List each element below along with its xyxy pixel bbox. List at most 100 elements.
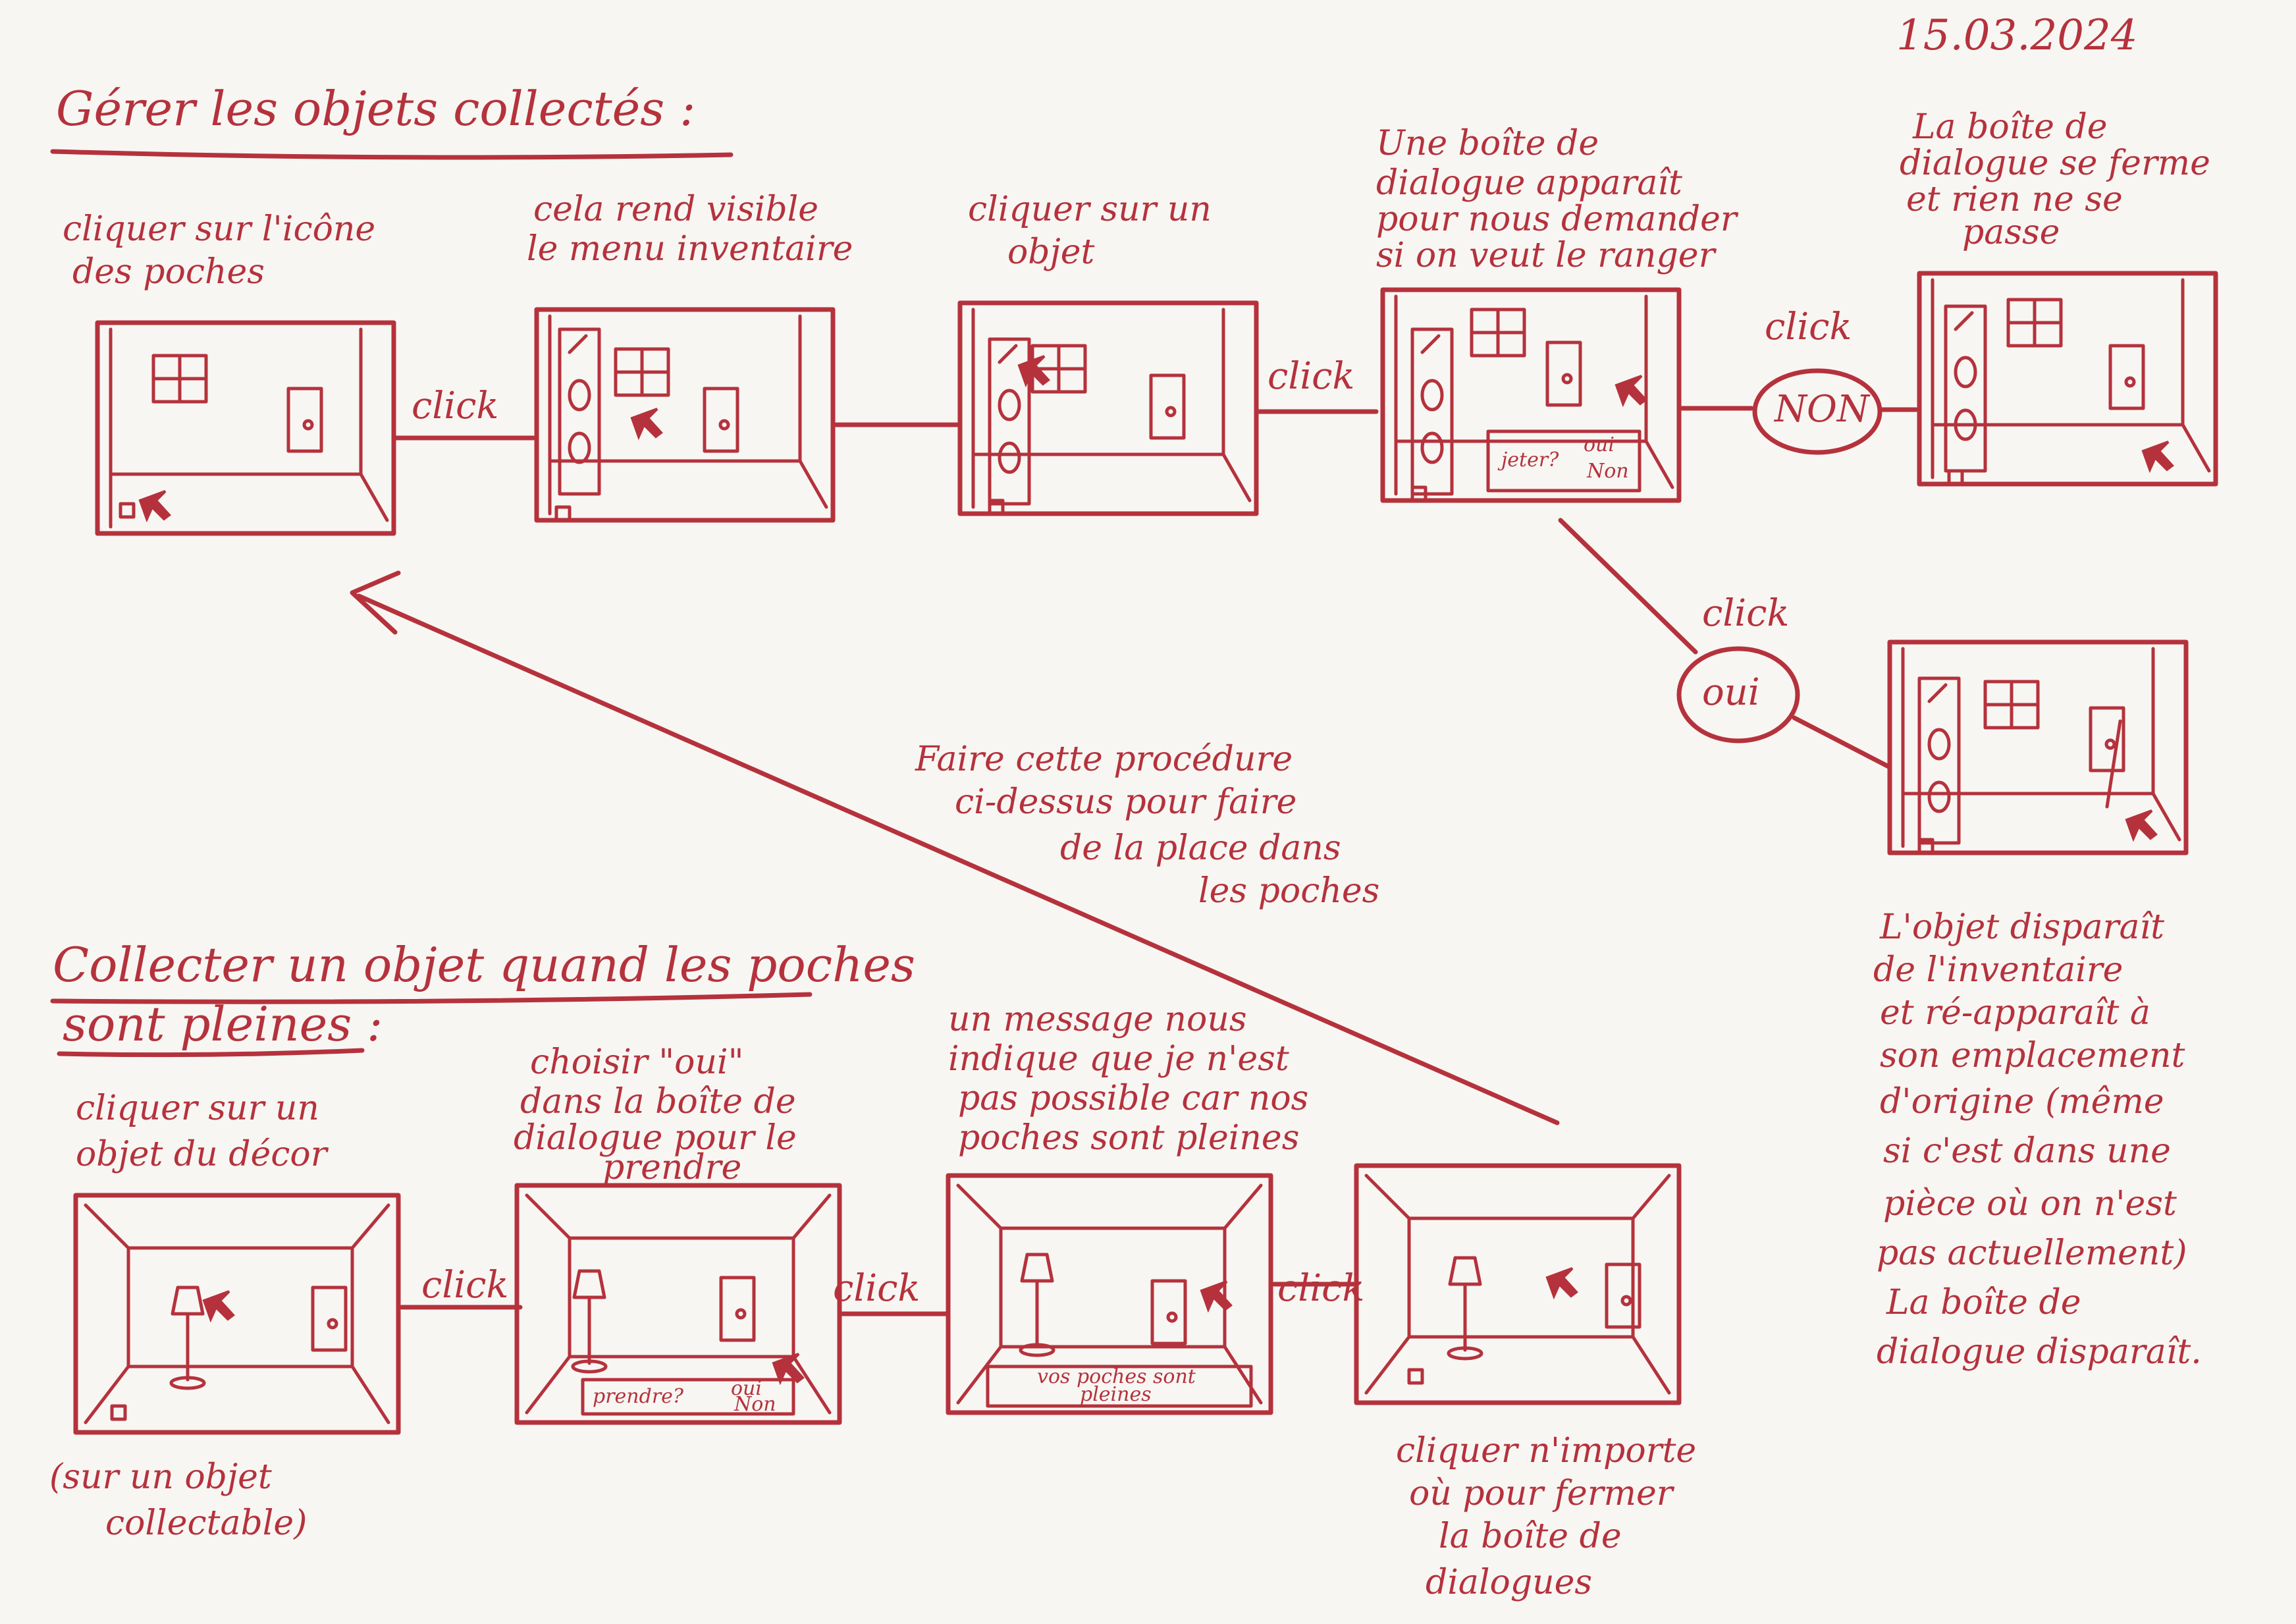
frame-3-select-object — [960, 303, 1256, 514]
svg-text:sont pleines :: sont pleines : — [63, 996, 383, 1052]
svg-text:poches sont pleines: poches sont pleines — [958, 1118, 1299, 1158]
link-click-2: click — [1268, 355, 1354, 398]
door-icon — [1547, 342, 1580, 405]
svg-text:pas possible car nos: pas possible car nos — [958, 1079, 1308, 1118]
svg-text:dialogue se ferme: dialogue se ferme — [1900, 144, 2210, 183]
svg-text:de l'inventaire: de l'inventaire — [1873, 950, 2123, 990]
middle-note: Faire cette procédure ci-dessus pour fai… — [915, 740, 1379, 911]
svg-text:dialogue pour le: dialogue pour le — [514, 1118, 797, 1158]
svg-text:objet: objet — [1007, 232, 1094, 272]
step5-caption: La boîte de dialogue se ferme et rien ne… — [1900, 107, 2210, 252]
svg-text:pas actuellement): pas actuellement) — [1877, 1233, 2187, 1273]
inventory-panel — [1919, 678, 1959, 843]
door-icon — [1152, 1281, 1185, 1343]
frame-5-dialog-closed — [1919, 273, 2216, 484]
svg-text:cliquer sur un: cliquer sur un — [968, 190, 1212, 229]
s2-frame-3: vos poches sont pleines — [948, 1176, 1271, 1413]
choice-no-bubble[interactable] — [1752, 368, 1882, 455]
svg-text:dialogue apparaît: dialogue apparaît — [1376, 163, 1682, 203]
date-label: 15.03.2024 — [1896, 11, 2137, 60]
result-yes-caption: L'objet disparaît de l'inventaire et ré-… — [1873, 907, 2202, 1372]
link-click-1: click — [412, 385, 498, 427]
loop-arrow — [356, 593, 1560, 1125]
svg-text:prendre?: prendre? — [593, 1385, 684, 1408]
message-box-full: vos poches sont pleines — [986, 1365, 1253, 1408]
door-icon — [2110, 346, 2143, 408]
window-icon — [1032, 346, 1085, 392]
s2-frame-4 — [1356, 1166, 1679, 1403]
svg-text:La boîte de: La boîte de — [1886, 1283, 2081, 1322]
s2-step1-sub: (sur un objet collectable) — [49, 1457, 307, 1543]
cursor-icon — [1615, 375, 1647, 405]
svg-text:prendre: prendre — [602, 1148, 741, 1187]
svg-text:oui: oui — [731, 1377, 762, 1400]
inventory-panel — [1412, 329, 1452, 494]
svg-text:de la place dans: de la place dans — [1060, 828, 1341, 868]
frame-4-dialog: jeter? oui Non — [1383, 290, 1679, 501]
s2-link-click-1: click — [421, 1264, 508, 1307]
link-click-no: click — [1765, 306, 1852, 348]
window-icon — [1985, 682, 2038, 728]
svg-text:dialogues: dialogues — [1426, 1563, 1592, 1602]
svg-text:et rien ne se: et rien ne se — [1906, 180, 2123, 219]
svg-text:choisir "oui": choisir "oui" — [530, 1042, 744, 1082]
s2-step1-caption: cliquer sur un objet du décor — [76, 1089, 329, 1174]
svg-text:(sur un objet: (sur un objet — [49, 1457, 272, 1497]
choice-yes-bubble[interactable] — [1676, 646, 1800, 744]
svg-text:oui: oui — [1584, 433, 1615, 456]
inventory-panel — [1946, 306, 1985, 471]
svg-text:ci-dessus pour faire: ci-dessus pour faire — [955, 782, 1296, 822]
svg-text:les poches: les poches — [1198, 871, 1379, 911]
s2-step3-caption: un message nous indique que je n'est pas… — [948, 1000, 1308, 1158]
window-icon — [2008, 300, 2061, 346]
svg-text:son emplacement: son emplacement — [1880, 1036, 2185, 1075]
svg-text:Une boîte de: Une boîte de — [1376, 124, 1599, 163]
cursor-icon — [2125, 809, 2157, 840]
window-icon — [153, 356, 206, 402]
svg-text:cela rend visible: cela rend visible — [533, 190, 818, 229]
dialog-box-take: prendre? oui Non — [581, 1377, 795, 1416]
lamp-icon — [1021, 1255, 1054, 1355]
svg-text:L'objet disparaît: L'objet disparaît — [1879, 907, 2164, 947]
svg-text:jeter?: jeter? — [1497, 448, 1559, 472]
svg-text:d'origine (même: d'origine (même — [1880, 1082, 2164, 1122]
window-icon — [616, 349, 668, 395]
link-click-yes: click — [1702, 592, 1789, 635]
step3-caption: cliquer sur un objet — [968, 190, 1212, 272]
svg-text:un message nous: un message nous — [948, 1000, 1247, 1039]
cursor-icon — [2142, 441, 2174, 471]
door-icon — [1151, 375, 1184, 438]
svg-text:et ré-apparaît à: et ré-apparaît à — [1880, 993, 2150, 1033]
pockets-icon — [120, 504, 134, 517]
svg-text:dialogue disparaît.: dialogue disparaît. — [1877, 1332, 2202, 1372]
svg-text:où pour fermer: où pour fermer — [1409, 1474, 1675, 1513]
svg-text:Non: Non — [734, 1393, 776, 1416]
door-icon — [705, 389, 737, 451]
door-icon — [288, 389, 321, 451]
choice-yes-label: oui — [1702, 671, 1760, 714]
svg-text:objet du décor: objet du décor — [76, 1135, 329, 1174]
pockets-icon — [1409, 1370, 1422, 1383]
svg-text:si c'est dans une: si c'est dans une — [1883, 1131, 2171, 1171]
pockets-icon — [112, 1406, 125, 1419]
cursor-icon — [631, 408, 662, 438]
svg-text:cliquer sur un: cliquer sur un — [76, 1089, 319, 1128]
frame-1-room — [97, 323, 394, 533]
svg-text:cliquer sur l'icône: cliquer sur l'icône — [63, 209, 375, 249]
frame-2-inventory — [537, 310, 833, 520]
svg-text:La boîte de: La boîte de — [1912, 107, 2108, 147]
title-underline — [50, 149, 734, 160]
lamp-icon — [171, 1287, 204, 1388]
door-icon — [721, 1278, 754, 1340]
s2-frame-1 — [76, 1195, 398, 1432]
svg-text:le menu inventaire: le menu inventaire — [527, 229, 853, 269]
svg-text:indique que je n'est: indique que je n'est — [948, 1039, 1289, 1079]
door-icon — [313, 1287, 346, 1350]
svg-text:pièce où on n'est: pièce où on n'est — [1883, 1184, 2177, 1224]
section2-title: Collecter un objet quand les poches sont… — [53, 937, 915, 1052]
returned-object — [2105, 719, 2122, 809]
s2-step4-caption: cliquer n'importe où pour fermer la boît… — [1396, 1431, 1696, 1602]
s2-frame-2: prendre? oui Non — [517, 1185, 840, 1422]
svg-text:des poches: des poches — [72, 252, 265, 292]
